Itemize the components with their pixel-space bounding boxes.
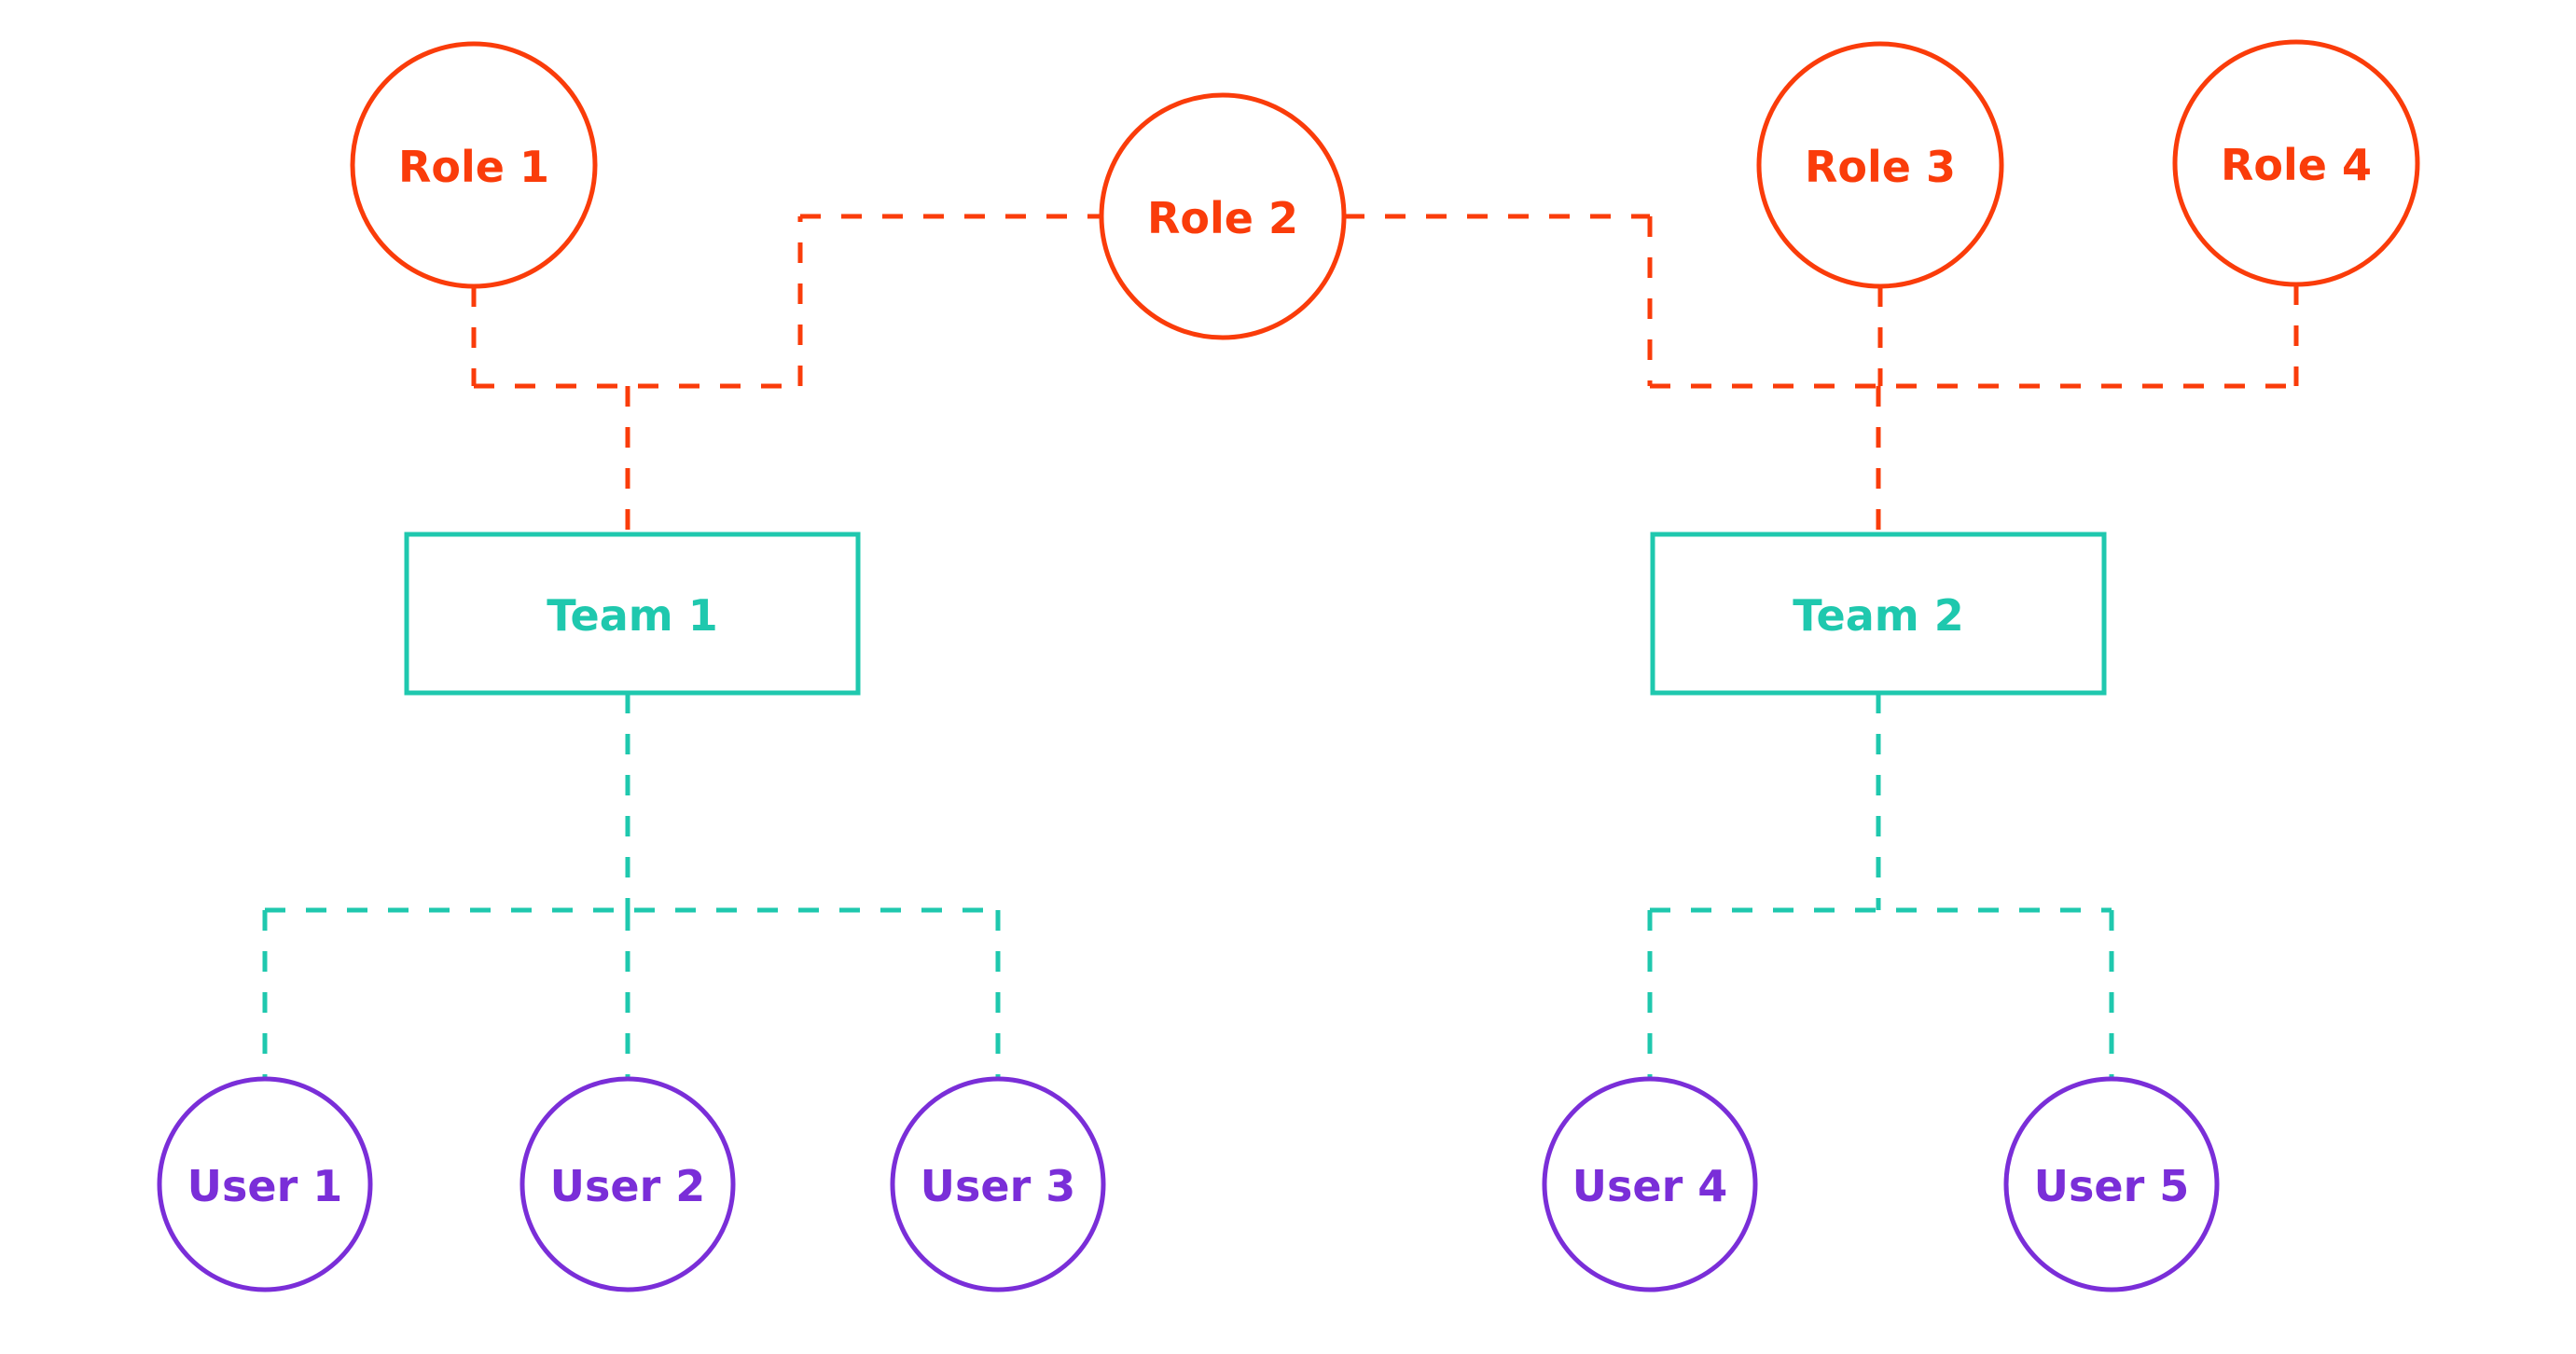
node-user-3[interactable]: User 3 <box>890 1076 1106 1292</box>
role-4-label: Role 4 <box>2221 140 2372 190</box>
team-2-box[interactable] <box>1650 532 2107 696</box>
role-1-circle[interactable] <box>350 41 598 289</box>
node-user-2[interactable]: User 2 <box>519 1076 736 1292</box>
node-team-1[interactable]: Team 1 <box>404 532 861 696</box>
node-user-1[interactable]: User 1 <box>157 1076 373 1292</box>
user-1-label: User 1 <box>187 1161 343 1211</box>
node-team-2[interactable]: Team 2 <box>1650 532 2107 696</box>
node-role-4[interactable]: Role 4 <box>2172 39 2420 287</box>
user-4-label: User 4 <box>1572 1161 1728 1211</box>
team-1-label: Team 1 <box>547 590 717 641</box>
role-nodes: Role 1 Role 2 Role 3 Role 4 <box>350 39 2420 340</box>
team2-to-users-connectors <box>1647 693 2114 1079</box>
team1-to-users-connectors <box>262 693 1001 1079</box>
user-2-circle[interactable] <box>519 1076 736 1292</box>
team-1-box[interactable] <box>404 532 861 696</box>
user-5-label: User 5 <box>2034 1161 2190 1211</box>
role-3-label: Role 3 <box>1805 142 1956 192</box>
role-2-circle[interactable] <box>1099 92 1347 340</box>
user-1-circle[interactable] <box>157 1076 373 1292</box>
role-3-circle[interactable] <box>1756 41 2004 289</box>
team-nodes: Team 1 Team 2 <box>404 532 2107 696</box>
role-to-team2-connectors <box>1344 214 2299 534</box>
role-to-team1-connectors <box>471 214 1101 534</box>
role-1-label: Role 1 <box>398 142 549 192</box>
user-3-circle[interactable] <box>890 1076 1106 1292</box>
user-3-label: User 3 <box>921 1161 1076 1211</box>
node-role-1[interactable]: Role 1 <box>350 41 598 289</box>
user-nodes: User 1 User 2 User 3 User 4 User 5 <box>157 1076 2220 1292</box>
node-user-5[interactable]: User 5 <box>2003 1076 2220 1292</box>
node-user-4[interactable]: User 4 <box>1542 1076 1758 1292</box>
role-4-circle[interactable] <box>2172 39 2420 287</box>
node-role-2[interactable]: Role 2 <box>1099 92 1347 340</box>
user-2-label: User 2 <box>550 1161 706 1211</box>
user-4-circle[interactable] <box>1542 1076 1758 1292</box>
role-2-label: Role 2 <box>1147 193 1298 243</box>
node-role-3[interactable]: Role 3 <box>1756 41 2004 289</box>
user-5-circle[interactable] <box>2003 1076 2220 1292</box>
team-2-label: Team 2 <box>1793 590 1963 641</box>
